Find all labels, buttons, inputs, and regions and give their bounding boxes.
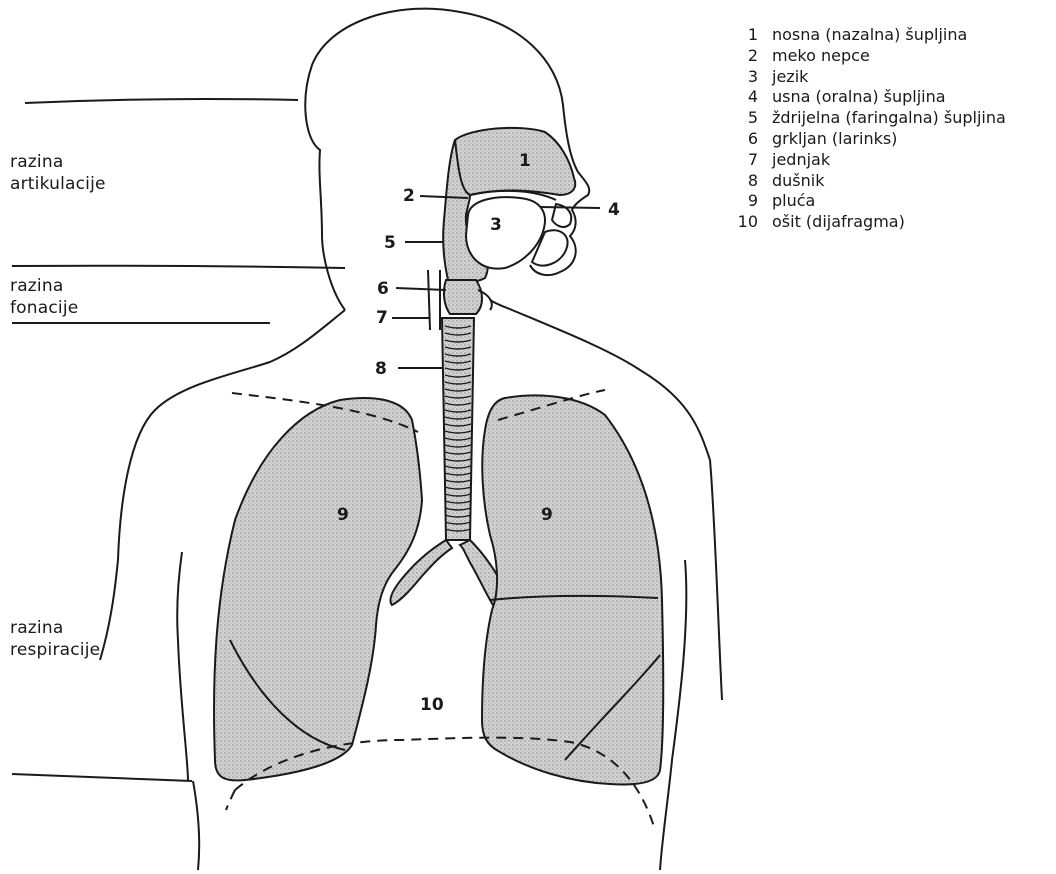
callout-3: 3 [490, 215, 502, 235]
divider-top [25, 99, 298, 103]
arm-left [177, 552, 188, 781]
divider-articulation-phonation [12, 266, 345, 268]
callout-9-left: 9 [337, 505, 349, 525]
callout-6: 6 [377, 279, 389, 299]
callout-7: 7 [376, 308, 388, 328]
callout-2: 2 [403, 186, 415, 206]
legend-number: 6 [728, 129, 772, 150]
legend-number: 4 [728, 87, 772, 108]
legend-label: nosna (nazalna) šupljina [772, 25, 967, 46]
legend-number: 10 [728, 212, 772, 233]
torso-left [193, 781, 199, 870]
level-phonation: razina fonacije [10, 275, 78, 319]
legend-number: 1 [728, 25, 772, 46]
leader-4 [540, 207, 600, 208]
leader-6 [396, 288, 446, 290]
legend-label: ošit (dijafragma) [772, 212, 905, 233]
shoulder-right [710, 460, 722, 700]
legend-label: ždrijelna (faringalna) šupljina [772, 108, 1006, 129]
legend-number: 8 [728, 171, 772, 192]
level-respiration-line1: razina [10, 617, 100, 639]
legend-number: 2 [728, 46, 772, 67]
level-respiration: razina respiracije [10, 617, 100, 661]
legend-label: pluća [772, 191, 815, 212]
left-lung [214, 398, 422, 780]
level-respiration-line2: respiracije [10, 639, 100, 661]
level-phonation-line2: fonacije [10, 297, 78, 319]
esophagus-left [428, 270, 430, 330]
legend-item: 2meko nepce [728, 46, 1006, 67]
level-articulation-line1: razina [10, 151, 106, 173]
shoulder-left [100, 560, 118, 660]
legend-label: jednjak [772, 150, 830, 171]
diaphragm-left-tail [226, 790, 235, 810]
lungs [214, 395, 663, 784]
level-articulation-line2: artikulacije [10, 173, 106, 195]
trachea-tube [442, 318, 474, 540]
head-cavities [443, 128, 575, 283]
legend-number: 3 [728, 67, 772, 88]
right-lung [482, 395, 663, 784]
legend-number: 9 [728, 191, 772, 212]
larynx [444, 280, 482, 314]
callout-10: 10 [420, 695, 444, 715]
level-articulation: razina artikulacije [10, 151, 106, 195]
legend-label: meko nepce [772, 46, 870, 67]
callout-9-right: 9 [541, 505, 553, 525]
callout-5: 5 [384, 233, 396, 253]
level-phonation-line1: razina [10, 275, 78, 297]
legend-label: dušnik [772, 171, 824, 192]
legend-label: jezik [772, 67, 808, 88]
legend-number: 5 [728, 108, 772, 129]
callout-8: 8 [375, 359, 387, 379]
divider-respiration-bottom [12, 774, 192, 781]
callout-4: 4 [608, 200, 620, 220]
legend-label: grkljan (larinks) [772, 129, 897, 150]
legend-number: 7 [728, 150, 772, 171]
legend-label: usna (oralna) šupljina [772, 87, 946, 108]
nasal-cavity-shape [454, 128, 575, 195]
callout-1: 1 [519, 151, 531, 171]
